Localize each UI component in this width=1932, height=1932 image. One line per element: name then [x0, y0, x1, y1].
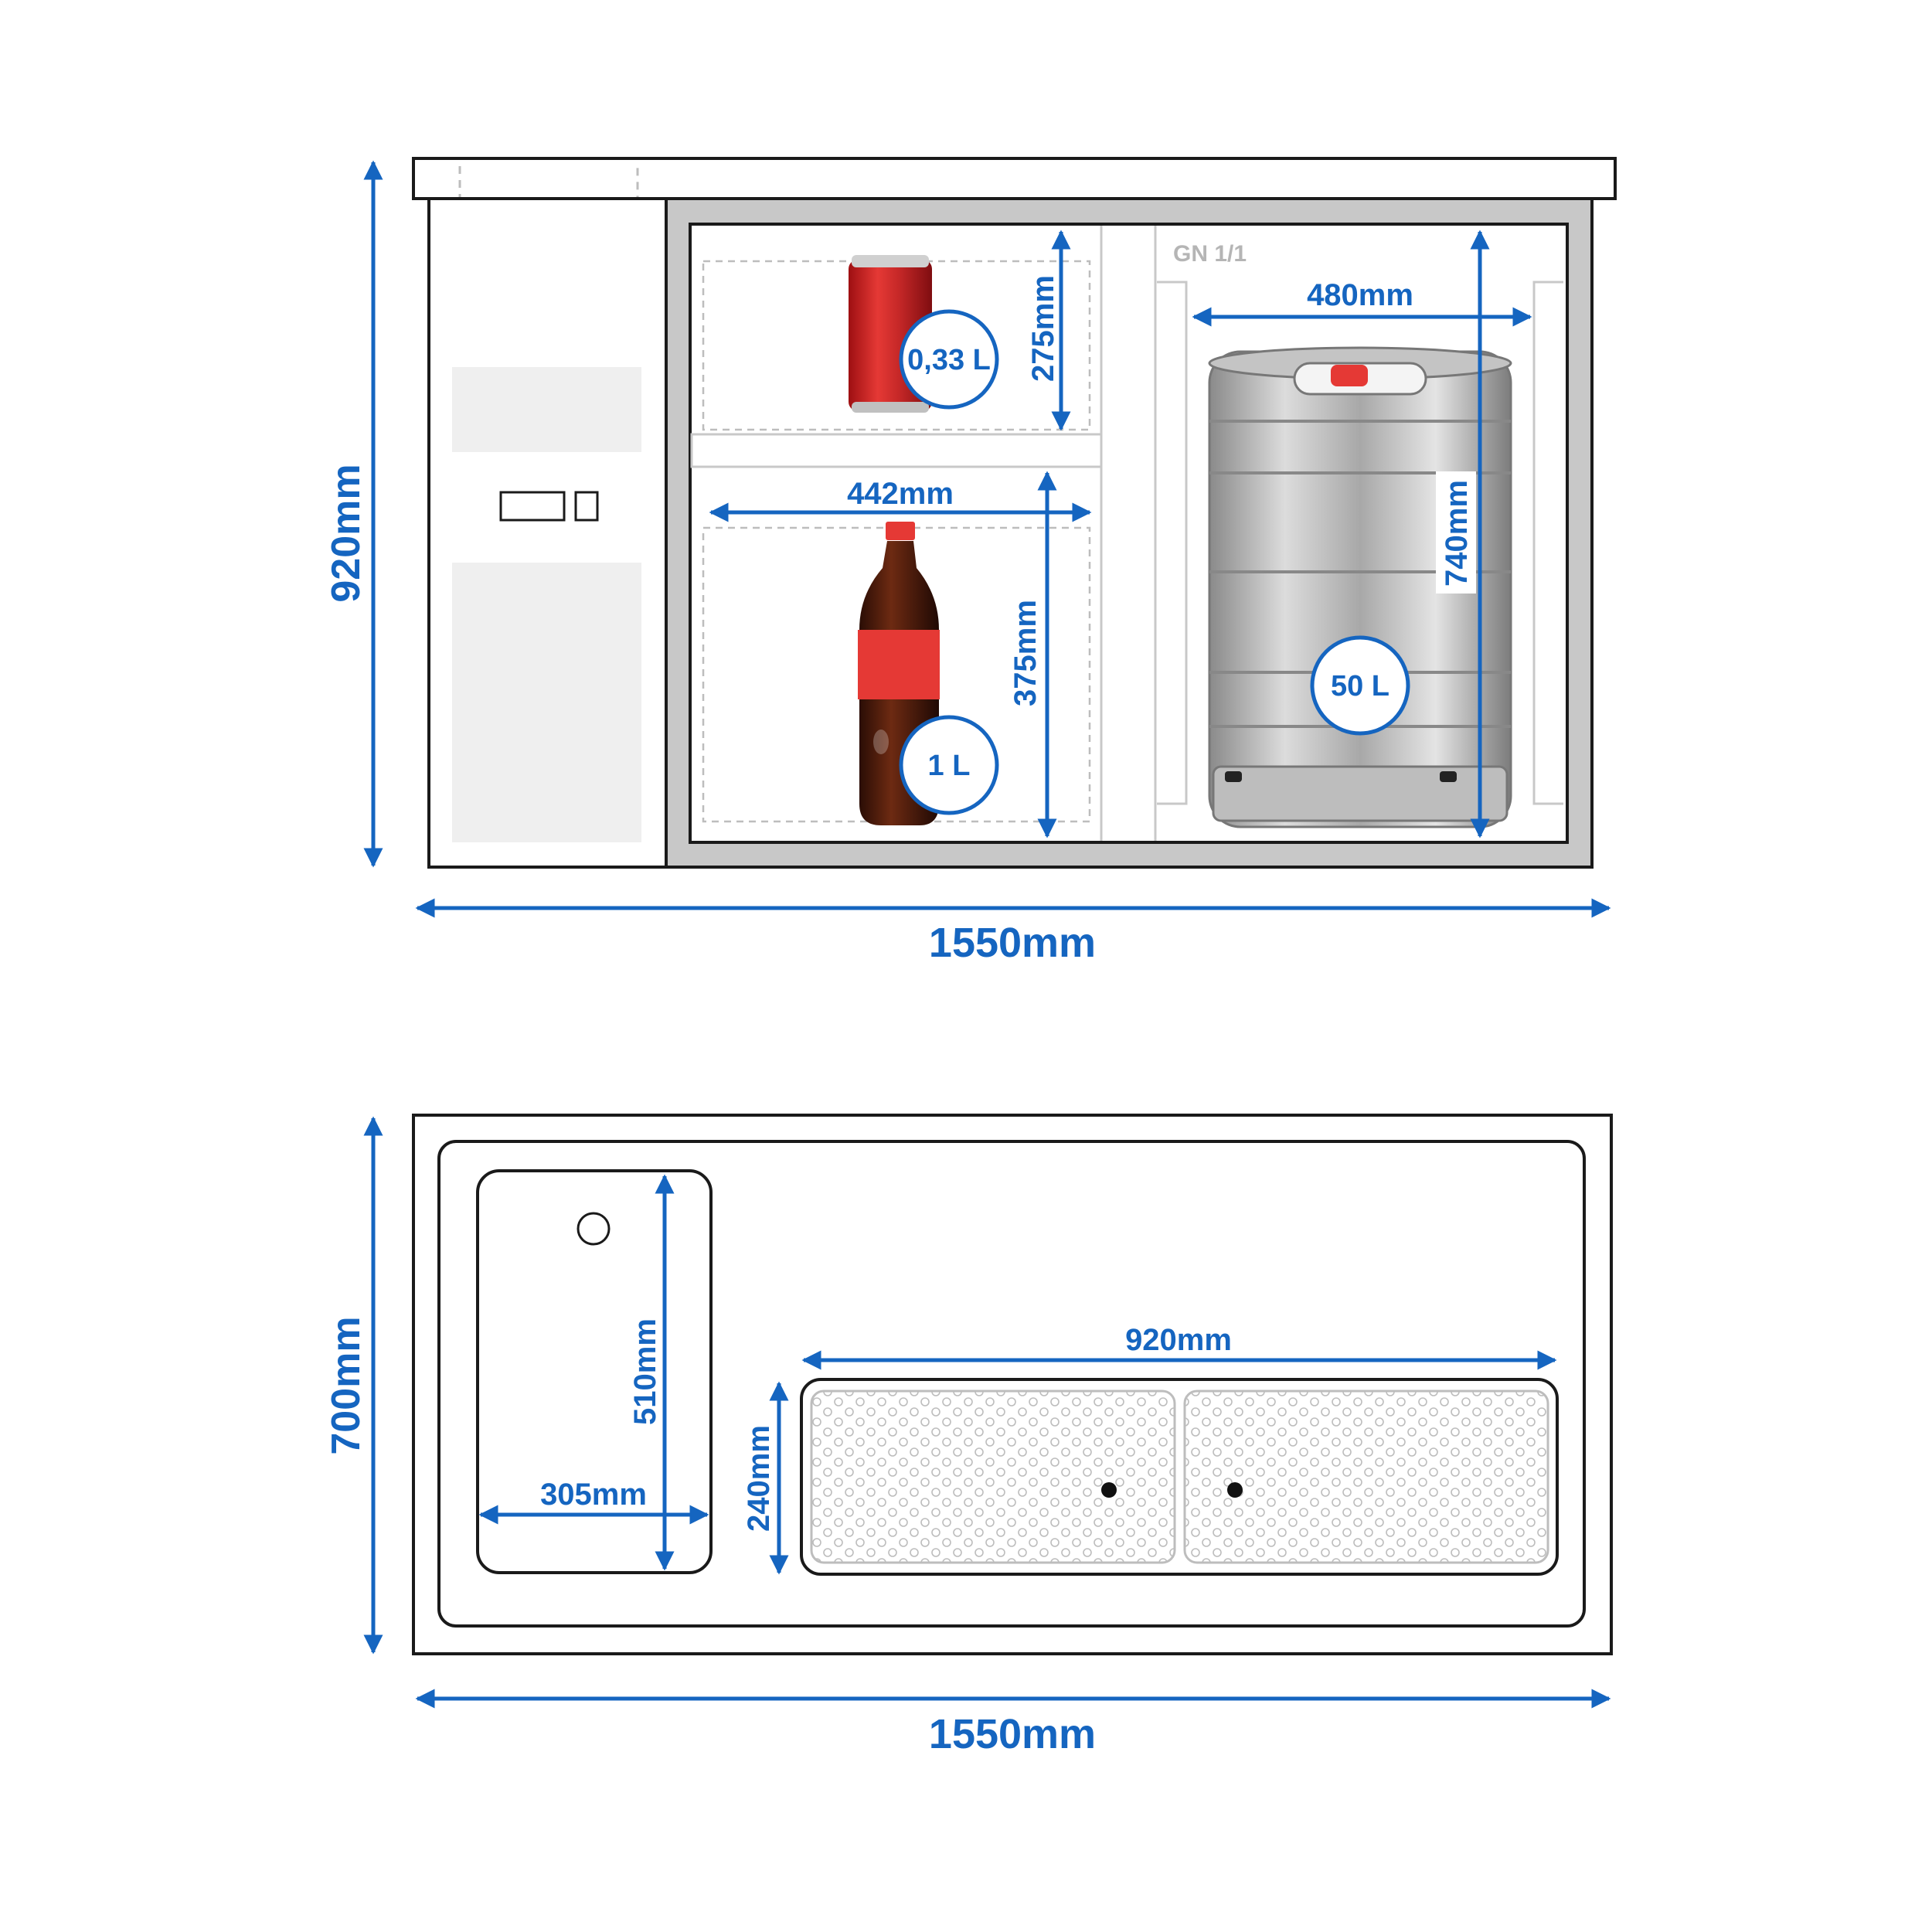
drain-hole-left [1101, 1482, 1117, 1498]
gn-rail-right [1532, 281, 1563, 805]
dim-920-tray-label: 920mm [1125, 1323, 1232, 1357]
dim-1550-front-label: 1550mm [929, 920, 1096, 966]
dim-275-label: 275mm [1026, 275, 1060, 382]
can-volume-badge: 0,33 L [899, 309, 999, 410]
keg-volume-text: 50 L [1331, 670, 1389, 702]
sink-basin [476, 1169, 713, 1574]
dim-305-label: 305mm [540, 1478, 647, 1512]
control-switch[interactable] [574, 491, 599, 522]
lower-storage-area [702, 526, 1091, 823]
keg-volume-badge: 50 L [1310, 635, 1410, 736]
countertop [412, 157, 1617, 200]
dim-375-label: 375mm [1009, 600, 1043, 706]
dim-480-label: 480mm [1307, 278, 1413, 312]
dim-442-label: 442mm [847, 477, 954, 511]
control-display[interactable] [499, 491, 566, 522]
gn-label: GN 1/1 [1173, 241, 1247, 267]
dim-240-label: 240mm [742, 1425, 776, 1532]
can-volume-text: 0,33 L [907, 344, 991, 376]
dim-1550-top-label: 1550mm [929, 1711, 1096, 1757]
dim-740-label: 740mm [1440, 480, 1474, 587]
dim-510-label: 510mm [628, 1318, 662, 1425]
dim-920-height-label: 920mm [324, 464, 369, 602]
bottle-volume-badge: 1 L [899, 715, 999, 815]
sink-drain [577, 1212, 611, 1246]
drip-grid-left [810, 1389, 1176, 1564]
drip-grid-right [1183, 1389, 1549, 1564]
front-view: GN 1/1 [324, 157, 1617, 966]
top-view: 510mm 305mm 920mm 240mm 700mm 1550mm [324, 1114, 1613, 1757]
drain-hole-right [1227, 1482, 1243, 1498]
upper-storage-area [702, 260, 1091, 431]
dim-700-label: 700mm [324, 1316, 369, 1454]
bottle-volume-text: 1 L [928, 750, 971, 782]
upper-shelf [690, 433, 1103, 468]
front-panel-top [452, 367, 641, 452]
front-panel-bottom [452, 563, 641, 842]
gn-rail-left [1157, 281, 1188, 805]
